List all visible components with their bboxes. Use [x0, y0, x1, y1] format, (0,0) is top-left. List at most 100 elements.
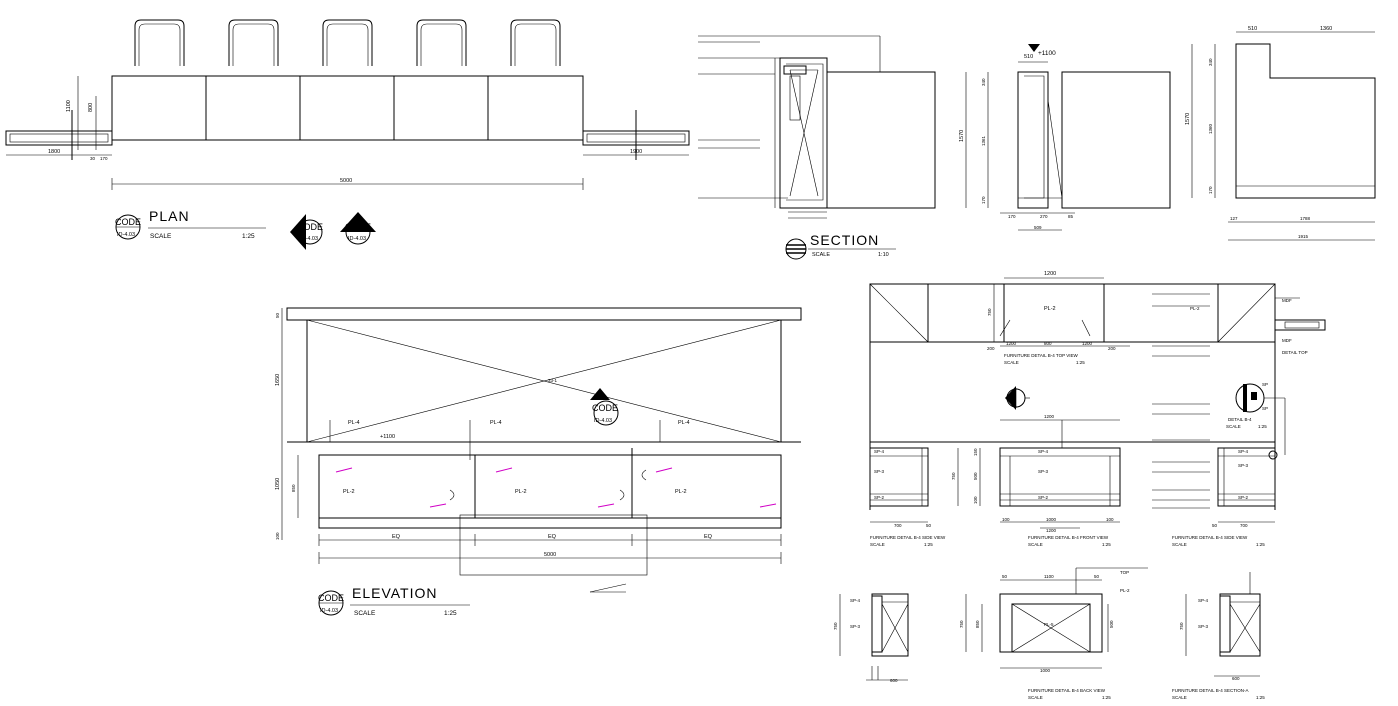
back-view-part: PL-5 — [1044, 622, 1054, 627]
elev-scale-value: 1:25 — [444, 610, 457, 617]
note-pl2-bottom: PL-2 — [1120, 588, 1130, 593]
elev-dim-eq-3: EQ — [704, 534, 713, 540]
plan-dim-height-b: 800 — [88, 103, 94, 112]
top-view-edge-b: 200 — [1108, 346, 1116, 351]
front-view-dim-h-total: 750 — [951, 472, 956, 480]
detail-top-label: DETAIL TOP — [1282, 350, 1308, 355]
elev-dim-h-top: 50 — [275, 312, 280, 318]
plan-dim-right: 1900 — [630, 149, 642, 155]
side-dim-bottom: 509 — [1034, 225, 1042, 230]
svg-text:CODE: CODE — [345, 222, 371, 232]
back-view-dim-h-b: 500 — [1109, 620, 1114, 628]
side2-dim-mid: 1360 — [1208, 123, 1213, 134]
elev-dim-total: 5000 — [544, 552, 556, 558]
elev-dim-eq-2: EQ — [548, 534, 557, 540]
side-view2-dim-w: 700 — [1240, 523, 1248, 528]
front-view-title: FURNITURE DETAIL B-4 FRONT VIEW — [1028, 535, 1109, 540]
side2-dim-top-b: 1360 — [1320, 26, 1332, 32]
front-view-dim-h-a: 150 — [973, 448, 978, 456]
side2-dim-total: 1570 — [1185, 113, 1191, 125]
side-section-view: +1100 510 1570 340 1361 170 170 270 85 5… — [959, 44, 1171, 231]
detail-mdf-bottom: MDF — [1282, 338, 1292, 343]
front-view-sp2: SP-2 — [1038, 495, 1049, 500]
elev-mid-label: 33-1 — [548, 378, 558, 383]
plan-scale-label: SCALE — [150, 233, 172, 240]
side-view-dim-e: 50 — [926, 523, 932, 528]
section-a-title: FURNITURE DETAIL B-4 SECTION-A — [1172, 688, 1249, 693]
elev-level: +1100 — [380, 434, 395, 440]
front-view-dim-w: 1200 — [1044, 414, 1055, 419]
section-title: SECTION — [810, 232, 879, 248]
side2-dim-b-left: 127 — [1230, 216, 1238, 221]
top-view-sub-b: 800 — [1044, 341, 1052, 346]
side2-dim-low: 170 — [1208, 186, 1213, 194]
plan-title: PLAN — [149, 208, 190, 224]
elev-dim-h-base: 100 — [275, 532, 280, 540]
top-view-title: FURNITURE DETAIL B-4 TOP VIEW — [1004, 353, 1079, 358]
section-scale-value: 1:10 — [878, 252, 889, 258]
side-view2-sp3: SP-3 — [1238, 463, 1249, 468]
section-a-sp3: SP-3 — [1198, 624, 1209, 629]
plan-code-label: CODE — [115, 217, 141, 227]
left-small-dim-h: 750 — [833, 622, 838, 630]
top-view-scale: SCALE — [1004, 360, 1019, 365]
side2-dim-top-a: 510 — [1248, 26, 1257, 32]
top-view-dim-d: 750 — [987, 308, 992, 316]
section-marker-b: CODE ID-4.03 — [340, 212, 376, 245]
svg-text:ID-4.03: ID-4.03 — [300, 236, 318, 242]
elev-dim-h-lower: 1050 — [275, 478, 281, 490]
front-view-sp3: SP-3 — [1038, 469, 1049, 474]
section-a-dim-h: 750 — [1179, 622, 1184, 630]
front-view-dim-e-a: 100 — [1002, 517, 1010, 522]
left-small-sp3: SP-3 — [850, 624, 861, 629]
elev-title: ELEVATION — [352, 585, 438, 601]
side-view-scale: SCALE — [870, 542, 885, 547]
side-dim-mid: 1361 — [981, 135, 986, 146]
back-view-dim-w: 1100 — [1044, 574, 1054, 579]
side-dim-top: 510 — [1024, 54, 1033, 60]
side-view2-dim-e: 50 — [1212, 523, 1218, 528]
top-view-edge-a: 200 — [987, 346, 995, 351]
back-view-scale-value: 1:25 — [1102, 695, 1111, 700]
front-view-scale-value: 1:25 — [1102, 542, 1111, 547]
section-a-sp4: SP-4 — [1198, 598, 1209, 603]
section-marker-a: CODE ID-4.03 — [290, 214, 323, 250]
detail-sp-b: SP — [1262, 406, 1268, 411]
side-view-sp3: SP-3 — [874, 469, 885, 474]
svg-text:CODE: CODE — [592, 403, 618, 413]
back-view-dim-e-b: 50 — [1094, 574, 1100, 579]
detail-scale: SCALE — [1226, 424, 1241, 429]
elev-note-left: PL-4 — [348, 420, 360, 426]
elev-dim-eq-1: EQ — [392, 534, 401, 540]
elev-panel-left-label: PL-2 — [343, 489, 355, 495]
elev-code-ref: ID-4.03 — [320, 608, 338, 614]
plan-dim-left: 1800 — [48, 149, 60, 155]
furniture-section-marker — [1005, 386, 1030, 410]
elevation-view: PL-2 PL-2 PL-2 PL-4 PL-4 PL-4 +1100 33-1… — [275, 307, 802, 617]
side-level: +1100 — [1038, 50, 1056, 57]
side2-dim-b-total: 1915 — [1298, 234, 1309, 239]
plan-scale-value: 1:25 — [242, 233, 255, 240]
side-view-scale-value: 1:25 — [924, 542, 933, 547]
elev-panel-mid-label: PL-2 — [515, 489, 527, 495]
svg-text:CODE: CODE — [297, 222, 323, 232]
front-view-dim-e-b: 100 — [1106, 517, 1114, 522]
top-view-scale-value: 1:25 — [1076, 360, 1085, 365]
side-view2-sp4: SP-4 — [1238, 449, 1249, 454]
elev-note-right: PL-4 — [678, 420, 690, 426]
side-view-dim-w: 700 — [894, 523, 902, 528]
section-a-scale-value: 1:25 — [1256, 695, 1265, 700]
side-dim-b1: 170 — [1008, 214, 1016, 219]
side-view2-title: FURNITURE DETAIL B-4 SIDE VIEW — [1172, 535, 1248, 540]
furniture-detail: PL-2 1200 750 1200 800 1200 200 200 FURN… — [833, 271, 1326, 700]
side-view2-scale: SCALE — [1172, 542, 1187, 547]
back-view-dim-h-a: 850 — [975, 620, 980, 628]
left-small-dim-w: 600 — [890, 678, 898, 683]
plan-dim-small-a: 30 — [90, 156, 96, 161]
front-view-sp4: SP-4 — [1038, 449, 1049, 454]
side2-dim-upper: 340 — [1208, 58, 1213, 66]
side-view-title: FURNITURE DETAIL B-4 SIDE VIEW — [870, 535, 946, 540]
top-view-dim-w: 1200 — [1044, 271, 1056, 277]
section-a-scale: SCALE — [1172, 695, 1187, 700]
front-view-dim-w-inner: 1000 — [1046, 517, 1057, 522]
